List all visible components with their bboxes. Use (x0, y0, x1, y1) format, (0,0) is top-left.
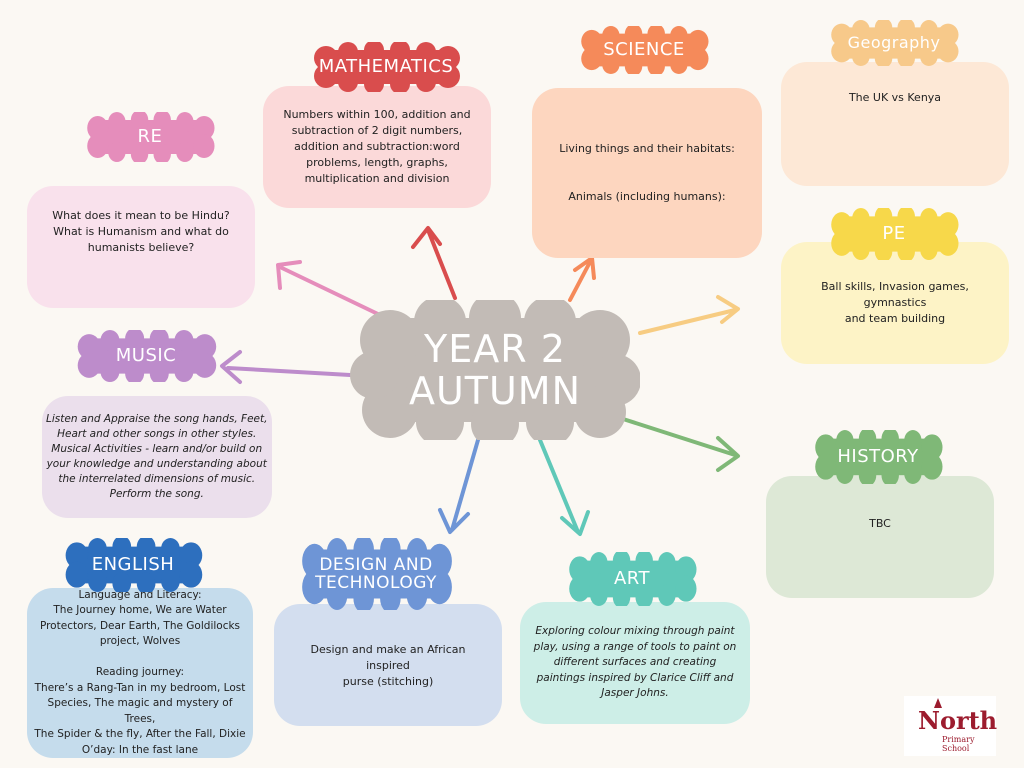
arrow-history (618, 416, 740, 472)
arrow-pe (638, 295, 740, 335)
english-label: ENGLISH (60, 538, 206, 592)
center-line-2: AUTUMN (408, 369, 582, 413)
science-label: SCIENCE (576, 26, 712, 74)
re-title: RE (137, 126, 163, 147)
arrow-science (568, 256, 596, 302)
mathematics-box: Numbers within 100, addition and subtrac… (263, 86, 491, 208)
music-title: MUSIC (115, 345, 177, 366)
center-title-cloud: YEAR 2 AUTUMN (350, 300, 640, 440)
center-line-1: YEAR 2 (424, 327, 566, 371)
pe-title: PE (882, 223, 906, 244)
logo-sub: Primary School (942, 735, 975, 753)
dt-text: Design and make an African inspired purs… (310, 643, 466, 688)
english-title: ENGLISH (91, 554, 175, 575)
geography-text: The UK vs Kenya (848, 91, 942, 104)
science-title: SCIENCE (603, 39, 685, 60)
art-text: Exploring colour mixing through paint pl… (533, 625, 737, 700)
history-box: TBC (766, 476, 994, 598)
arrow-re (276, 260, 382, 317)
arrow-art (538, 438, 590, 536)
arrow-music (220, 350, 352, 384)
english-box: Language and Literacy: The Journey home,… (27, 588, 253, 758)
pe-text: Ball skills, Invasion games, gymnastics … (821, 280, 969, 325)
dt-title: DESIGN AND TECHNOLOGY (315, 555, 437, 593)
mathematics-text: Numbers within 100, addition and subtrac… (283, 108, 471, 185)
mathematics-title: MATHEMATICS (318, 56, 454, 77)
dt-box: Design and make an African inspired purs… (274, 604, 502, 726)
history-title: HISTORY (837, 446, 919, 467)
school-logo: North Primary School (904, 696, 998, 756)
mathematics-label: MATHEMATICS (308, 42, 464, 92)
geography-box: The UK vs Kenya (781, 62, 1009, 186)
pe-label: PE (826, 208, 962, 260)
science-text: Living things and their habitats: Animal… (559, 142, 735, 203)
re-box: What does it mean to be Hindu? What is H… (27, 186, 255, 308)
geography-title: Geography (847, 33, 941, 52)
art-title: ART (613, 568, 650, 589)
history-label: HISTORY (810, 430, 946, 484)
arrow-dt (438, 438, 480, 534)
art-label: ART (564, 552, 700, 606)
science-box: Living things and their habitats: Animal… (532, 88, 762, 258)
music-label: MUSIC (72, 330, 220, 382)
re-label: RE (82, 112, 218, 162)
arrow-mathematics (411, 226, 457, 300)
history-text: TBC (869, 517, 891, 530)
pe-box: Ball skills, Invasion games, gymnastics … (781, 242, 1009, 364)
music-box: Listen and Appraise the song hands, Feet… (42, 396, 272, 518)
dt-label: DESIGN AND TECHNOLOGY (296, 538, 456, 610)
logo-name: North (918, 706, 998, 735)
re-text: What does it mean to be Hindu? What is H… (52, 209, 230, 254)
geography-label: Geography (826, 20, 962, 66)
music-text: Listen and Appraise the song hands, Feet… (46, 413, 268, 500)
art-box: Exploring colour mixing through paint pl… (520, 602, 750, 724)
english-text: Language and Literacy: The Journey home,… (34, 588, 246, 756)
